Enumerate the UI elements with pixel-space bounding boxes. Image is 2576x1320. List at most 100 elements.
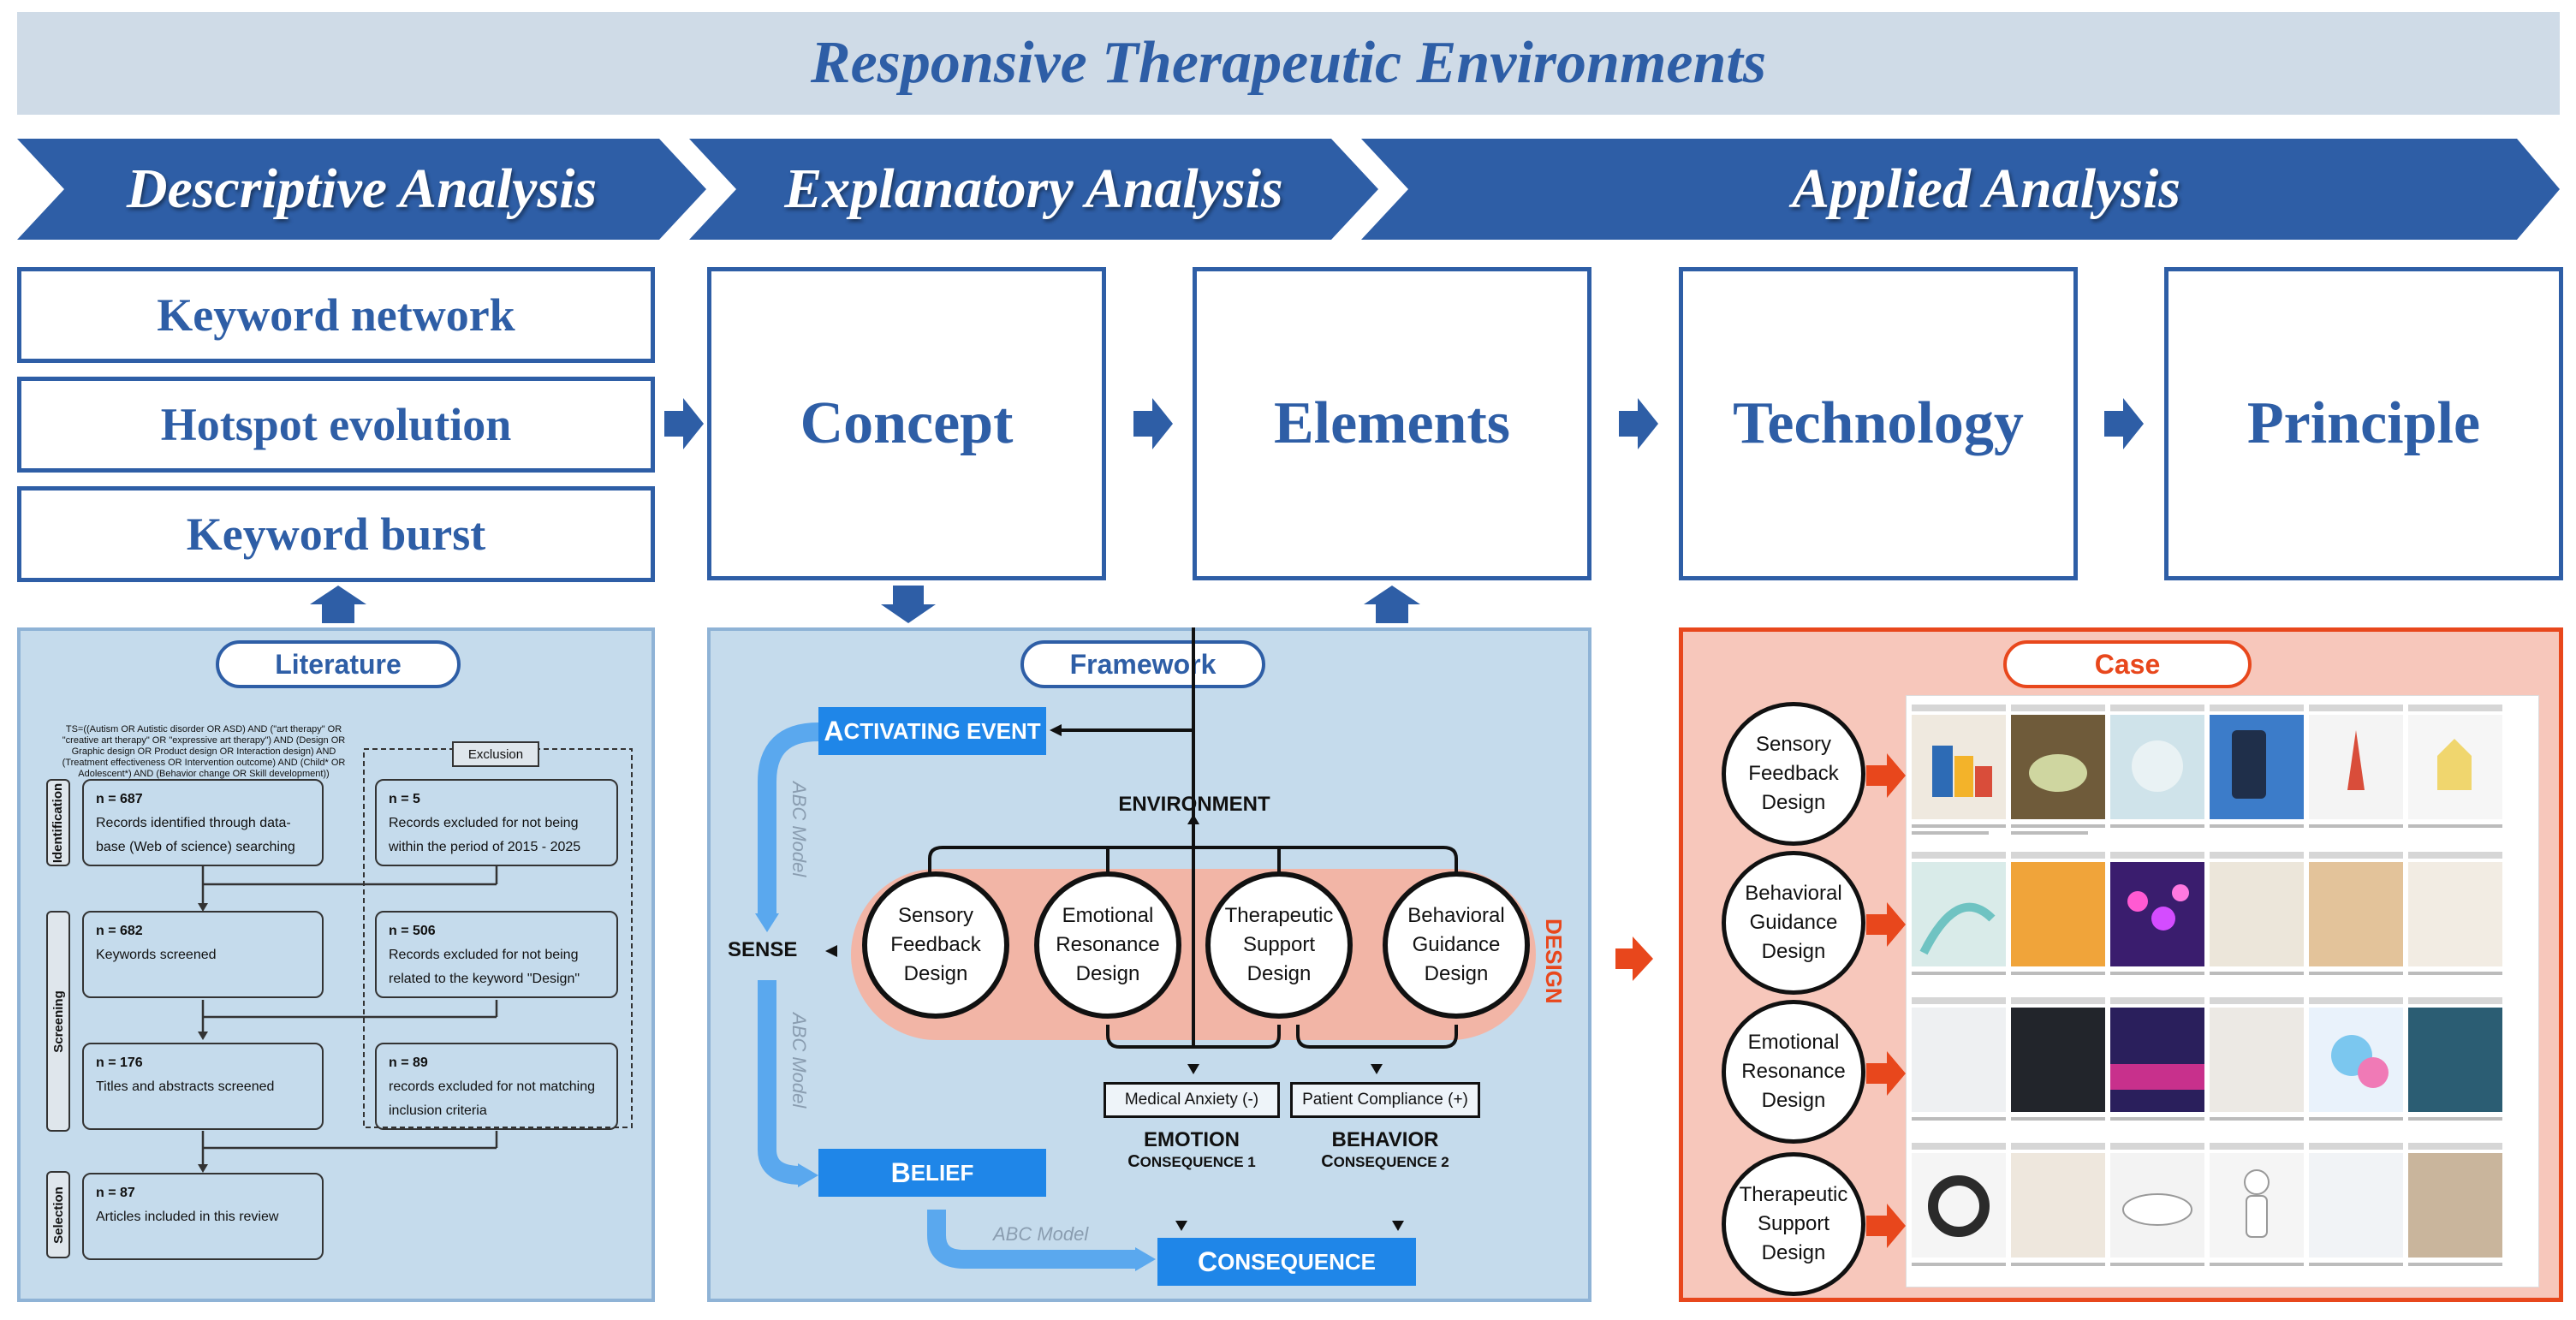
circle-line: Emotional	[1747, 1031, 1840, 1054]
circle-line: Feedback	[890, 933, 981, 956]
concept-box: Concept	[707, 267, 1106, 580]
abc-model-label-3: ABC Model	[991, 1223, 1089, 1245]
prisma-text: Records excluded for not being within th…	[389, 816, 581, 854]
box-label: Principle	[2246, 390, 2481, 456]
prisma-box: n = 682 Keywords screened	[82, 911, 324, 998]
phase-explanatory: Explanatory Analysis	[689, 139, 1378, 240]
behavior-label: BEHAVIOR CONSEQUENCE 2	[1300, 1128, 1471, 1172]
abc-model-label-2: ABC Model	[788, 1011, 810, 1109]
framework-diagram: 512"/> ABC Model ABC Model ABC Model DES…	[755, 627, 1567, 1271]
consequence-rest: ONSEQUENCE	[1217, 1248, 1377, 1275]
title-bar: Responsive Therapeutic Environments	[17, 12, 2560, 115]
abc-loop-left	[758, 722, 819, 917]
stage-label: Identification	[51, 782, 66, 863]
prisma-count: n = 87	[96, 1186, 135, 1200]
arrow-right-icon	[1619, 398, 1658, 449]
circle-line: Design	[1075, 962, 1140, 985]
circle-line: Design	[1761, 791, 1826, 814]
phase-descriptive: Descriptive Analysis	[17, 139, 706, 240]
activating-first-letter: A	[824, 715, 844, 746]
box-label: Technology	[1733, 390, 2024, 456]
c-letter: C	[1321, 1152, 1334, 1171]
arrow-up-icon	[310, 586, 366, 623]
phase-label: Explanatory Analysis	[784, 158, 1283, 220]
circle-line: Sensory	[897, 904, 974, 927]
row-1	[1912, 705, 2502, 835]
emotion-title: EMOTION	[1144, 1128, 1240, 1151]
abc-model-label-1: ABC Model	[788, 780, 810, 877]
keyword-burst-box: Keyword burst	[17, 486, 655, 582]
row-3	[1912, 997, 2502, 1121]
prisma-box: n = 176 Titles and abstracts screened	[82, 1043, 324, 1130]
stage-label: Screening	[51, 990, 66, 1053]
circle-line: Feedback	[1748, 762, 1839, 785]
patient-compliance-box: Patient Compliance (+)	[1290, 1082, 1480, 1118]
stage-screening: Screening	[46, 911, 70, 1132]
c-letter: C	[1127, 1152, 1140, 1171]
arrow-right-icon	[1866, 902, 1906, 947]
hotspot-evolution-box: Hotspot evolution	[17, 377, 655, 473]
abc-loop-bottom	[927, 1210, 1139, 1269]
arrow-right-icon	[1866, 753, 1906, 798]
technology-box: Technology	[1679, 267, 2078, 580]
circle-line: Design	[903, 962, 968, 985]
box-label: Concept	[800, 390, 1014, 456]
abc-loop-left-lower	[758, 980, 802, 1185]
row-4	[1912, 1143, 2502, 1266]
circle-line: Emotional	[1062, 904, 1154, 927]
box-label: Elements	[1273, 390, 1511, 456]
circle-line: Design	[1761, 1241, 1826, 1264]
emotion-label: EMOTION CONSEQUENCE 1	[1106, 1128, 1277, 1172]
design-label: DESIGN	[1541, 919, 1567, 1004]
keyword-network-box: Keyword network	[17, 267, 655, 363]
medical-anxiety-box: Medical Anxiety (-)	[1104, 1082, 1280, 1118]
arrow-right-icon	[664, 398, 704, 449]
circle-line: Behavioral	[1745, 882, 1842, 905]
arrow-right-icon	[1866, 1204, 1906, 1248]
circle-line: Support	[1757, 1212, 1830, 1235]
phase-label: Descriptive Analysis	[126, 158, 598, 220]
arrow-right-icon	[2104, 398, 2144, 449]
prisma-count: n = 682	[96, 924, 143, 938]
search-query: TS=((Autism OR Autistic disorder OR ASD)…	[62, 724, 346, 779]
arrow-up-icon	[1364, 586, 1420, 623]
prisma-text: Articles included in this review	[96, 1210, 279, 1224]
circle-line: Design	[1246, 962, 1312, 985]
stage-selection: Selection	[46, 1171, 70, 1258]
prisma-box: n = 687 Records identified through data-…	[82, 779, 324, 866]
arrow-right-icon	[1866, 1051, 1906, 1096]
prisma-count: n = 5	[389, 792, 420, 806]
literature-panel	[17, 627, 655, 1302]
belief-rest: ELIEF	[910, 1159, 974, 1186]
exclusion-box: n = 506 Records excluded for not being r…	[375, 911, 618, 998]
prisma-text: Titles and abstracts screened	[96, 1079, 275, 1094]
prisma-count: n = 176	[96, 1055, 143, 1070]
box-label: Keyword network	[157, 289, 515, 341]
framework-label: Framework	[1020, 640, 1265, 688]
circle-line: Design	[1761, 940, 1826, 963]
circle-line: Resonance	[1741, 1060, 1846, 1083]
arrow-down-icon	[881, 586, 936, 623]
exclusion-box: n = 89 records excluded for not matching…	[375, 1043, 618, 1130]
phase-label: Applied Analysis	[1791, 158, 2181, 220]
phase-applied: Applied Analysis	[1361, 139, 2560, 240]
row-2	[1912, 852, 2502, 975]
behavior-title: BEHAVIOR	[1331, 1128, 1439, 1151]
case-collage-svg	[1912, 705, 2502, 1266]
consequence1-text: ONSEQUENCE 1	[1139, 1154, 1256, 1170]
circle-line: Sensory	[1755, 733, 1832, 756]
orange-arrow-icon	[1615, 936, 1653, 981]
consequence-first-letter: C	[1197, 1246, 1218, 1277]
exclusion-box: n = 5 Records excluded for not being wit…	[375, 779, 618, 866]
prisma-text: records excluded for not matching inclus…	[389, 1079, 596, 1118]
case-label: Case	[2003, 640, 2252, 688]
case-image-collage	[1906, 695, 2539, 1287]
